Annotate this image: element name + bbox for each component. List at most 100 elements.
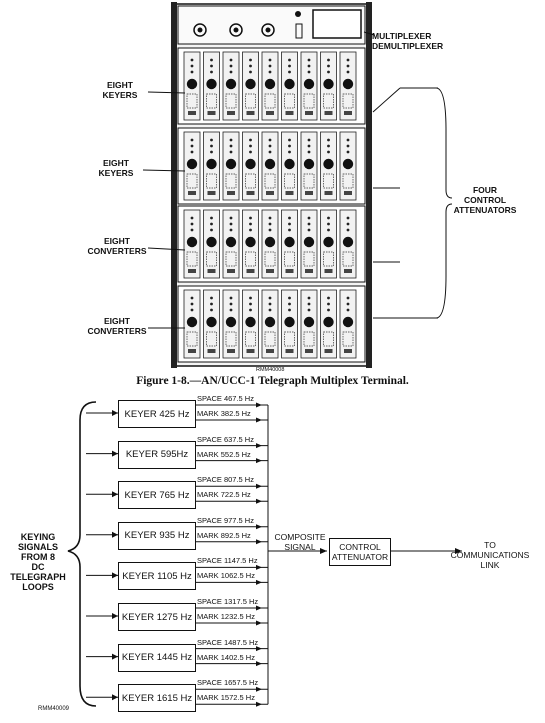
module-indicator bbox=[327, 64, 330, 68]
module-indicator bbox=[249, 70, 252, 74]
module-knob bbox=[225, 158, 237, 170]
module-indicator bbox=[229, 296, 233, 300]
module-handle bbox=[266, 111, 274, 115]
space-frequency: SPACE 1487.5 Hz bbox=[197, 637, 259, 647]
module-handle bbox=[207, 191, 216, 195]
module-handle bbox=[305, 349, 313, 353]
mark-frequency: MARK 382.5 Hz bbox=[197, 409, 251, 418]
keyer-box: KEYER 1275 Hz bbox=[118, 603, 196, 631]
module-knob bbox=[284, 316, 295, 328]
module-knob bbox=[264, 158, 276, 170]
module-indicator bbox=[307, 58, 311, 62]
output-arrowhead bbox=[256, 620, 262, 626]
module-connector bbox=[284, 173, 295, 189]
module-handle bbox=[207, 111, 216, 115]
module-handle bbox=[207, 269, 216, 273]
module-knob bbox=[206, 158, 217, 170]
module-indicator bbox=[346, 302, 350, 306]
module-indicator bbox=[288, 70, 291, 74]
module-indicator bbox=[210, 58, 213, 62]
module-handle bbox=[305, 111, 313, 115]
module-indicator bbox=[327, 58, 330, 62]
module-indicator bbox=[249, 308, 252, 312]
module-indicator bbox=[327, 70, 330, 74]
module-indicator bbox=[307, 296, 311, 300]
module-connector bbox=[264, 331, 276, 347]
module-indicator bbox=[346, 228, 350, 232]
module-connector bbox=[245, 93, 256, 109]
module-indicator bbox=[249, 138, 252, 142]
module-indicator bbox=[210, 70, 213, 74]
module-indicator bbox=[327, 296, 330, 300]
module-indicator bbox=[307, 64, 311, 68]
module-knob bbox=[245, 316, 256, 328]
module-indicator bbox=[346, 308, 350, 312]
module-indicator bbox=[307, 70, 311, 74]
module-handle bbox=[246, 191, 255, 195]
module-knob bbox=[206, 316, 217, 328]
module-indicator bbox=[229, 216, 233, 220]
module-handle bbox=[227, 191, 235, 195]
module-handle bbox=[344, 269, 352, 273]
module-indicator bbox=[268, 70, 272, 74]
module-indicator bbox=[346, 144, 350, 148]
module-handle bbox=[305, 191, 313, 195]
module-indicator bbox=[229, 70, 233, 74]
keyer-box: KEYER 1445 Hz bbox=[118, 643, 196, 672]
module-indicator bbox=[268, 228, 272, 232]
module-handle bbox=[188, 269, 196, 273]
module-connector bbox=[323, 93, 334, 109]
input-arrowhead bbox=[112, 450, 118, 457]
module-indicator bbox=[249, 144, 252, 148]
output-arrowhead bbox=[256, 579, 262, 585]
output-arrowhead bbox=[256, 483, 262, 489]
module-indicator bbox=[288, 144, 291, 148]
meter-window bbox=[312, 9, 362, 39]
keyer-box: KEYER 935 Hz bbox=[118, 521, 196, 550]
module-connector bbox=[186, 251, 198, 267]
module-handle bbox=[324, 269, 333, 273]
module-indicator bbox=[249, 222, 252, 226]
module-indicator bbox=[307, 144, 311, 148]
module-connector bbox=[264, 93, 276, 109]
module-indicator bbox=[190, 138, 194, 142]
module-indicator bbox=[210, 216, 213, 220]
module-indicator bbox=[210, 150, 213, 154]
module-connector bbox=[206, 93, 217, 109]
module-knob bbox=[186, 316, 198, 328]
input-brace bbox=[67, 401, 97, 707]
module-indicator bbox=[249, 58, 252, 62]
module-indicator bbox=[229, 308, 233, 312]
module-handle bbox=[227, 111, 235, 115]
keyer-box: KEYER 1615 Hz bbox=[118, 684, 196, 713]
module-connector bbox=[186, 331, 198, 347]
space-frequency: SPACE 1657.5 Hz bbox=[197, 678, 259, 688]
module-indicator bbox=[229, 302, 233, 306]
module-indicator bbox=[210, 144, 213, 148]
module-knob bbox=[284, 236, 295, 248]
module-indicator bbox=[307, 228, 311, 232]
input-arrowhead bbox=[112, 694, 118, 701]
module-handle bbox=[266, 191, 274, 195]
module-indicator bbox=[288, 64, 291, 68]
module-indicator bbox=[288, 150, 291, 154]
module-indicator bbox=[190, 296, 194, 300]
module-indicator bbox=[210, 228, 213, 232]
module-connector bbox=[206, 331, 217, 347]
space-frequency: SPACE 467.5 Hz bbox=[197, 394, 254, 403]
space-frequency: SPACE 977.5 Hz bbox=[197, 515, 254, 525]
module-indicator bbox=[288, 216, 291, 220]
module-indicator bbox=[249, 64, 252, 68]
output-arrowhead bbox=[256, 524, 262, 530]
module-indicator bbox=[307, 150, 311, 154]
module-indicator bbox=[288, 296, 291, 300]
module-handle bbox=[227, 349, 235, 353]
mark-frequency: MARK 1402.5 Hz bbox=[197, 652, 255, 662]
module-indicator bbox=[268, 144, 272, 148]
module-handle bbox=[266, 349, 274, 353]
input-arrowhead bbox=[112, 531, 118, 538]
module-knob bbox=[323, 78, 334, 90]
